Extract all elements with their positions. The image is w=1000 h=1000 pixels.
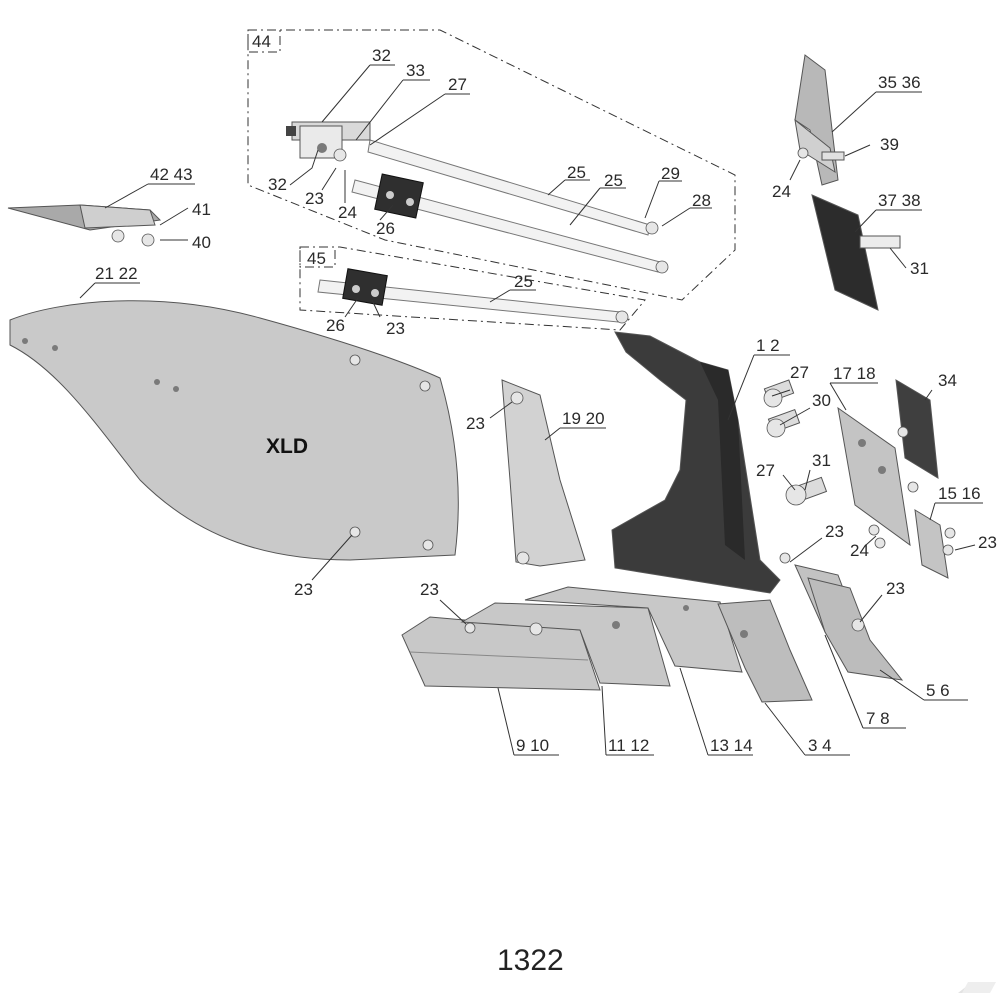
label-15-16: 15 16 (938, 484, 981, 503)
label-24-kit44: 24 (338, 203, 357, 222)
label-42-43: 42 43 (150, 165, 193, 184)
corner-logo (958, 982, 996, 993)
kit-45-label-box (299, 246, 336, 268)
figure-number: 1322 (497, 944, 564, 977)
label-25-b: 25 (604, 171, 623, 190)
label-29: 29 (661, 164, 680, 183)
bolt-19-20-lower (516, 551, 530, 565)
part-labels: 32 33 27 32 23 24 25 25 29 28 26 25 26 2… (95, 46, 997, 755)
label-31-top-right: 31 (910, 259, 929, 278)
label-21-22: 21 22 (95, 264, 138, 283)
share-9-10 (401, 616, 601, 691)
label-31-frog: 31 (812, 451, 831, 470)
mouldboard-21-22 (9, 300, 459, 561)
plate-37-38 (811, 194, 879, 311)
bolt-15-16-b (942, 544, 954, 556)
bolt-share-b (529, 622, 543, 636)
rod-25-middle (351, 179, 669, 274)
bolt-24-top (797, 147, 809, 159)
label-25-a: 25 (567, 163, 586, 182)
label-40: 40 (192, 233, 211, 252)
label-13-14: 13 14 (710, 736, 753, 755)
bolt-share-a (464, 622, 476, 634)
wing-19-20 (501, 379, 586, 567)
label-5-6: 5 6 (926, 681, 950, 700)
bolt-31-top (859, 235, 901, 249)
nut-24-b (874, 537, 886, 549)
label-23-point-upper: 23 (825, 522, 844, 541)
point-3-4 (717, 599, 813, 703)
label-28: 28 (692, 191, 711, 210)
kit-44-outline (247, 29, 736, 301)
label-9-10: 9 10 (516, 736, 549, 755)
bolt-19-20 (510, 391, 524, 405)
label-23-mouldboard: 23 (294, 580, 313, 599)
clamp-26-upper (374, 173, 424, 219)
kit-44-label-box (247, 29, 281, 53)
label-24-right: 24 (850, 541, 869, 560)
rod-25-lower (317, 279, 629, 324)
label-17-18: 17 18 (833, 364, 876, 383)
label-24-top-right: 24 (772, 182, 791, 201)
skimmer-42-43 (7, 204, 162, 247)
bolt-23-e (851, 618, 865, 632)
nut-24 (868, 524, 880, 536)
label-34: 34 (938, 371, 957, 390)
bolt-39 (821, 151, 845, 161)
bracket-assembly-32-33 (286, 121, 371, 162)
label-32-top: 32 (372, 46, 391, 65)
leader-lines (79, 64, 983, 756)
label-23-wing: 23 (466, 414, 485, 433)
clamp-26-lower (342, 268, 388, 306)
label-23-share: 23 (420, 580, 439, 599)
frog-side (700, 362, 745, 560)
label-25-c: 25 (514, 272, 533, 291)
label-1-2: 1 2 (756, 336, 780, 355)
label-41: 41 (192, 200, 211, 219)
bolt-23-c (779, 552, 791, 564)
frog-1-2 (611, 331, 781, 594)
bolt-15-16-a (944, 527, 956, 539)
label-32-left: 32 (268, 175, 287, 194)
bolt-34 (897, 426, 909, 438)
model-label-xld: XLD (266, 435, 308, 458)
share-9-10-edge (409, 651, 589, 661)
plate-17-18 (837, 406, 911, 547)
label-37-38: 37 38 (878, 191, 921, 210)
label-35-36: 35 36 (878, 73, 921, 92)
label-3-4: 3 4 (808, 736, 832, 755)
bolt-27-upper (763, 379, 795, 408)
bolt-27-31-lower (785, 476, 828, 506)
bolt-30 (766, 408, 801, 438)
label-11-12: 11 12 (608, 736, 649, 755)
label-23-point-right: 23 (886, 579, 905, 598)
kit-45-label: 45 (307, 249, 326, 268)
label-27-frog: 27 (790, 363, 809, 382)
label-19-20: 19 20 (562, 409, 605, 428)
label-26-lower: 26 (326, 316, 345, 335)
label-7-8: 7 8 (866, 709, 890, 728)
label-27-lower: 27 (756, 461, 775, 480)
nut-17-18 (907, 481, 919, 493)
label-30: 30 (812, 391, 831, 410)
rod-25-upper (367, 139, 659, 236)
label-23-kit45: 23 (386, 319, 405, 338)
label-26-upper: 26 (376, 219, 395, 238)
mouldboard-holes (22, 338, 434, 551)
label-33: 33 (406, 61, 425, 80)
label-23-right: 23 (978, 533, 997, 552)
label-23-kit44: 23 (305, 189, 324, 208)
label-39: 39 (880, 135, 899, 154)
label-27-top: 27 (448, 75, 467, 94)
kit-44-label: 44 (252, 32, 271, 51)
plate-15-16 (914, 509, 949, 579)
